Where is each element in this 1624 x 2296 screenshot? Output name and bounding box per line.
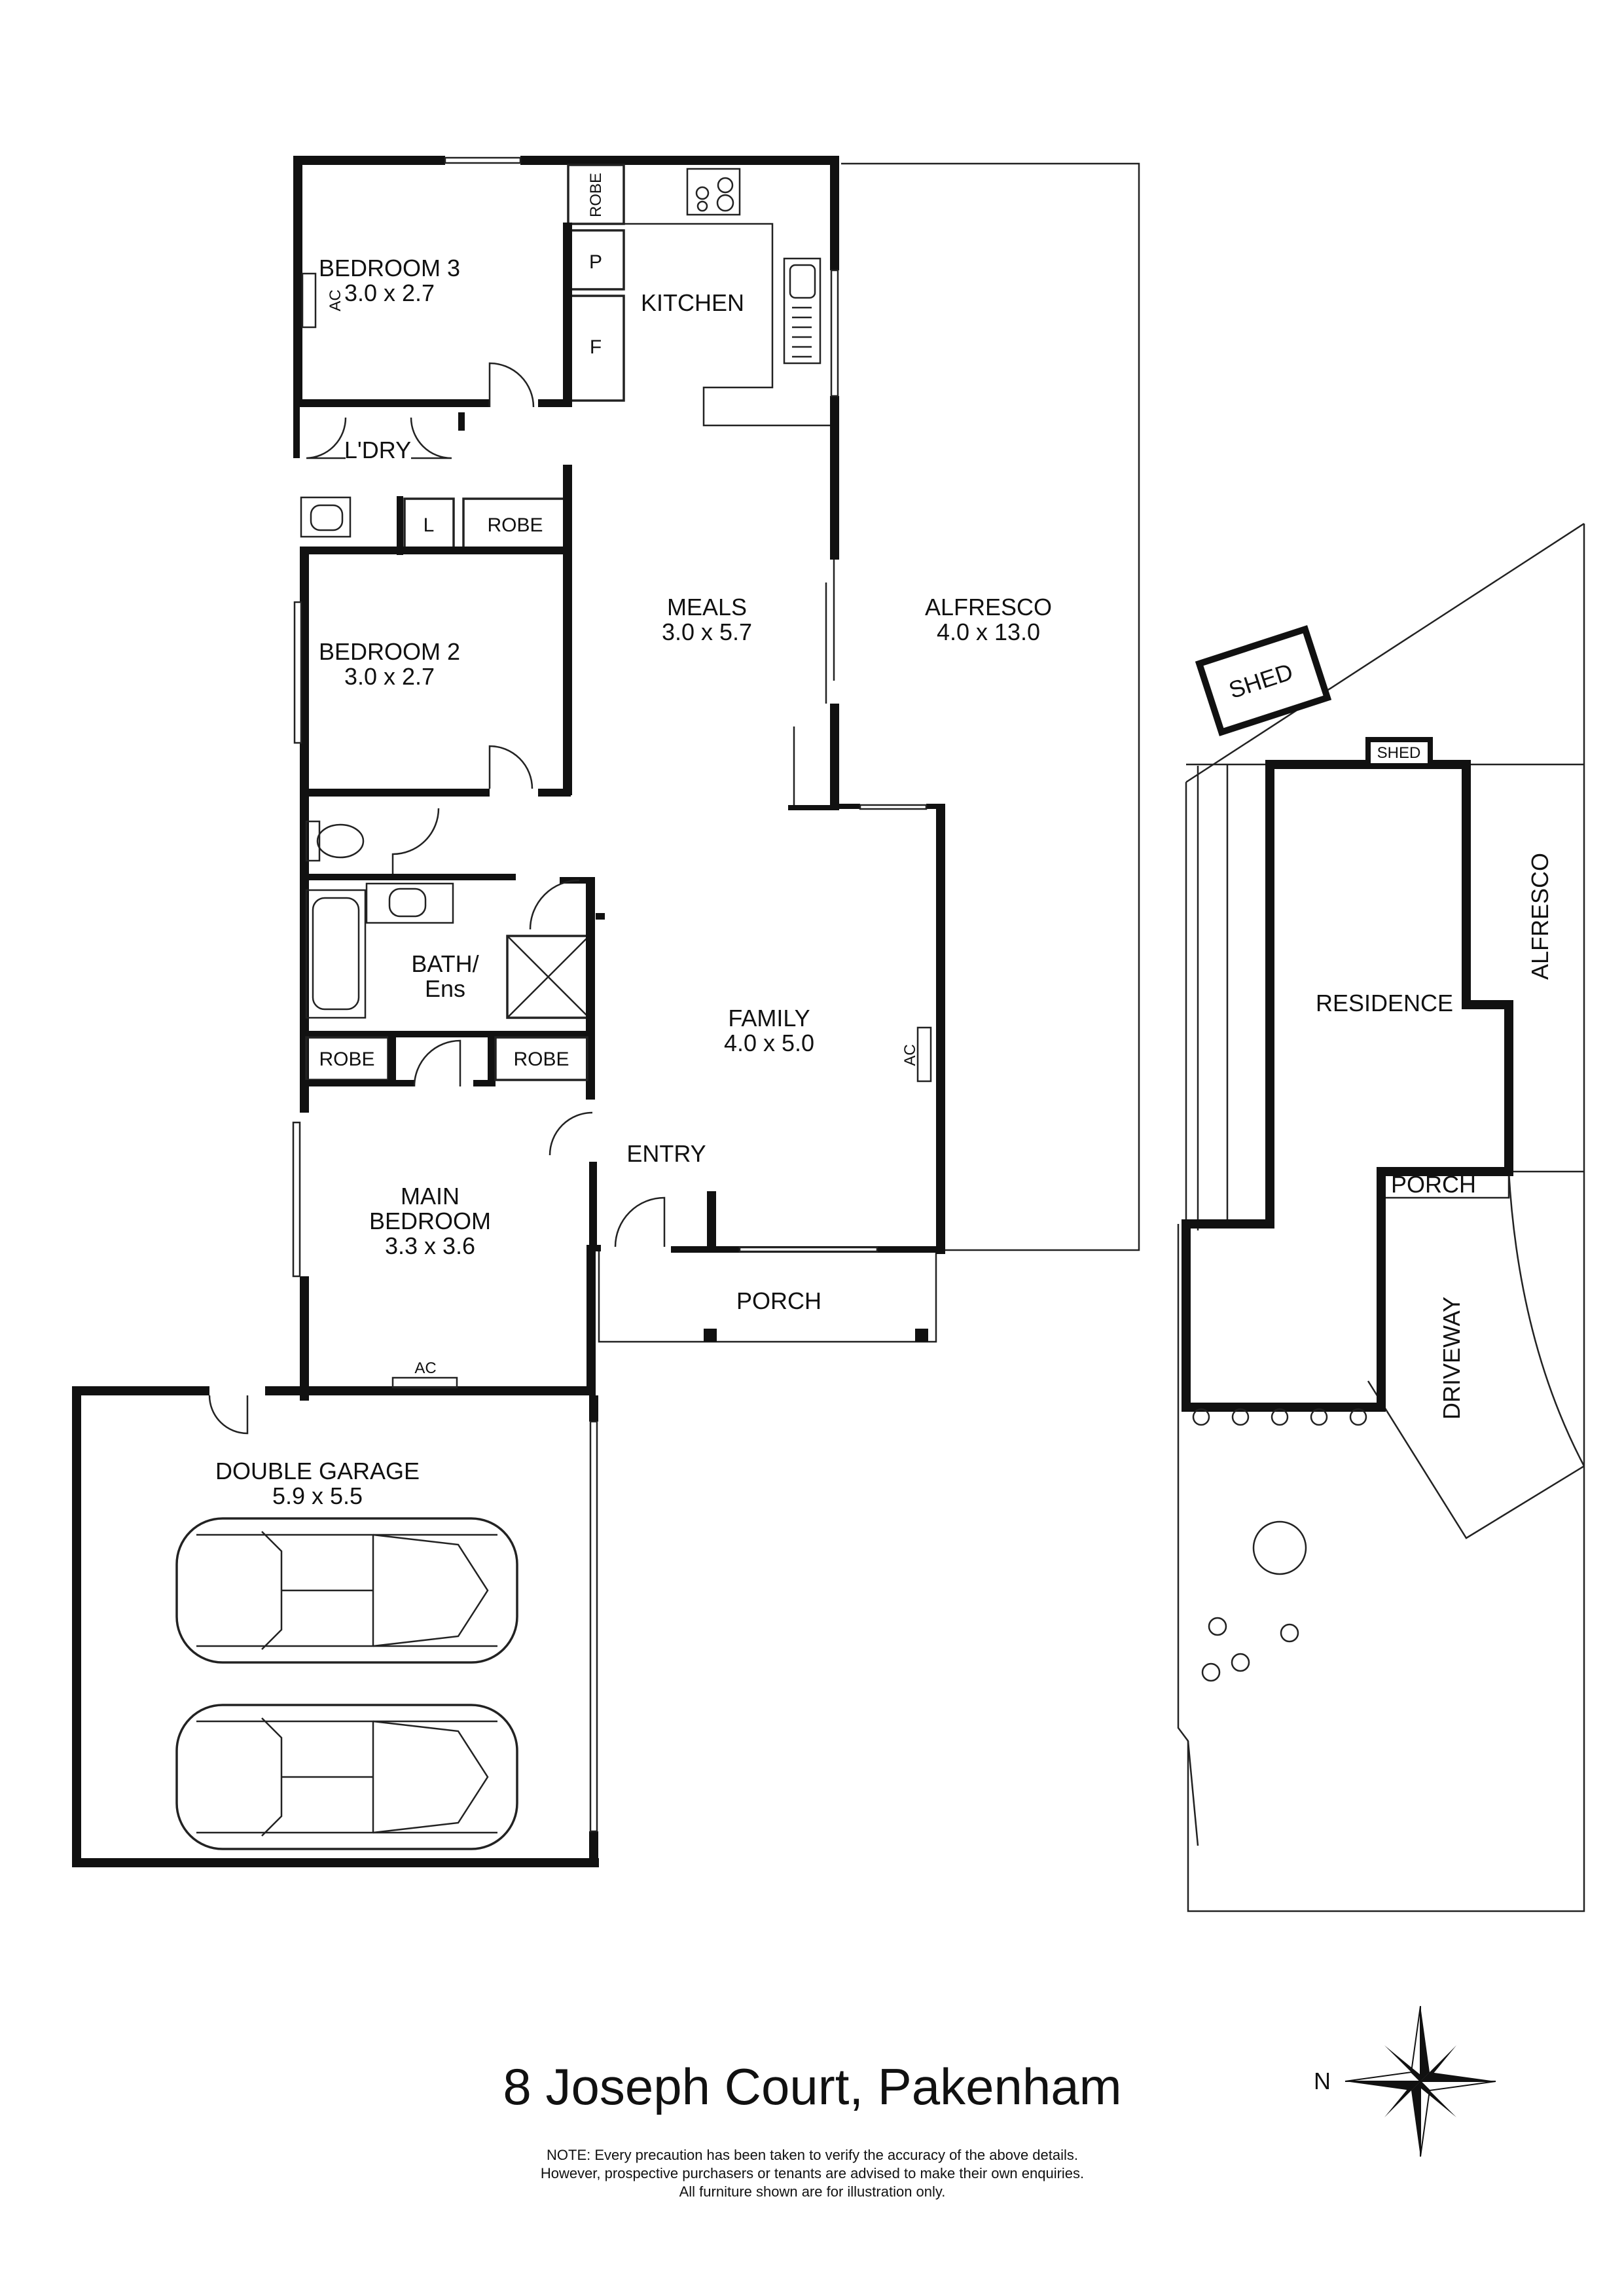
site-alfresco-label: ALFRESCO	[1526, 853, 1553, 980]
pantry-label: P	[589, 251, 602, 273]
window	[293, 601, 302, 744]
car-illustration	[175, 1704, 518, 1850]
site-porch-label: PORCH	[1391, 1171, 1476, 1198]
room-name-main-bedroom-2: BEDROOM	[369, 1208, 491, 1234]
room-name-bedroom3: BEDROOM 3	[319, 255, 460, 281]
room-size-meals: 3.0 x 5.7	[662, 619, 752, 645]
robe-label: ROBE	[319, 1049, 374, 1070]
linen-label: L	[424, 514, 435, 536]
room-size-bedroom2: 3.0 x 2.7	[344, 663, 435, 690]
ac-label: AC	[414, 1359, 436, 1377]
car-illustration	[175, 1517, 518, 1664]
porch-post	[915, 1329, 928, 1342]
fridge-label: F	[590, 336, 602, 358]
robe-label: ROBE	[513, 1049, 569, 1070]
room-size-alfresco: 4.0 x 13.0	[937, 619, 1040, 645]
room-size-main-bedroom: 3.3 x 3.6	[385, 1232, 475, 1259]
exterior-walls	[72, 156, 945, 1867]
room-name-bath: BATH/	[411, 950, 478, 977]
room-name-alfresco: ALFRESCO	[925, 594, 1052, 620]
window	[830, 269, 839, 397]
window	[292, 1121, 301, 1278]
compass-rose-icon	[1344, 2005, 1496, 2157]
room-name-laundry: L'DRY	[344, 437, 411, 463]
site-shed-small-label: SHED	[1377, 744, 1421, 762]
room-name-garage: DOUBLE GARAGE	[215, 1458, 420, 1484]
window	[859, 804, 928, 810]
window	[444, 156, 522, 164]
window	[738, 1246, 878, 1253]
ac-label: AC	[901, 1044, 919, 1066]
property-address-title: 8 Joseph Court, Pakenham	[503, 2058, 1121, 2115]
room-name-main-bedroom-1: MAIN	[401, 1183, 460, 1210]
room-name-family: FAMILY	[728, 1005, 810, 1031]
room-name-ensuite: Ens	[425, 975, 465, 1002]
garage-door	[589, 1420, 598, 1833]
porch-post	[704, 1329, 717, 1342]
room-size-garage: 5.9 x 5.5	[272, 1482, 363, 1509]
compass-north-label: N	[1314, 2068, 1331, 2094]
room-size-family: 4.0 x 5.0	[724, 1030, 814, 1056]
robe-label: ROBE	[587, 173, 605, 217]
robe-label: ROBE	[487, 514, 543, 536]
site-plan	[1177, 522, 1585, 1912]
room-size-bedroom3: 3.0 x 2.7	[344, 279, 435, 306]
ac-label: AC	[327, 289, 344, 311]
disclaimer-line-2: However, prospective purchasers or tenan…	[541, 2165, 1084, 2181]
porch-outline	[598, 1250, 937, 1343]
room-name-kitchen: KITCHEN	[641, 289, 744, 316]
door-swings	[208, 362, 666, 1435]
room-name-meals: MEALS	[667, 594, 747, 620]
room-name-porch: PORCH	[736, 1287, 821, 1314]
interior-walls	[293, 164, 932, 1389]
alfresco-outline	[841, 162, 1140, 1251]
site-residence-label: RESIDENCE	[1316, 990, 1453, 1016]
disclaimer-line-1: NOTE: Every precaution has been taken to…	[547, 2147, 1078, 2163]
disclaimer-line-3: All furniture shown are for illustration…	[679, 2183, 946, 2200]
site-driveway-label: DRIVEWAY	[1438, 1297, 1465, 1420]
room-name-entry: ENTRY	[626, 1140, 706, 1167]
room-name-bedroom2: BEDROOM 2	[319, 638, 460, 665]
